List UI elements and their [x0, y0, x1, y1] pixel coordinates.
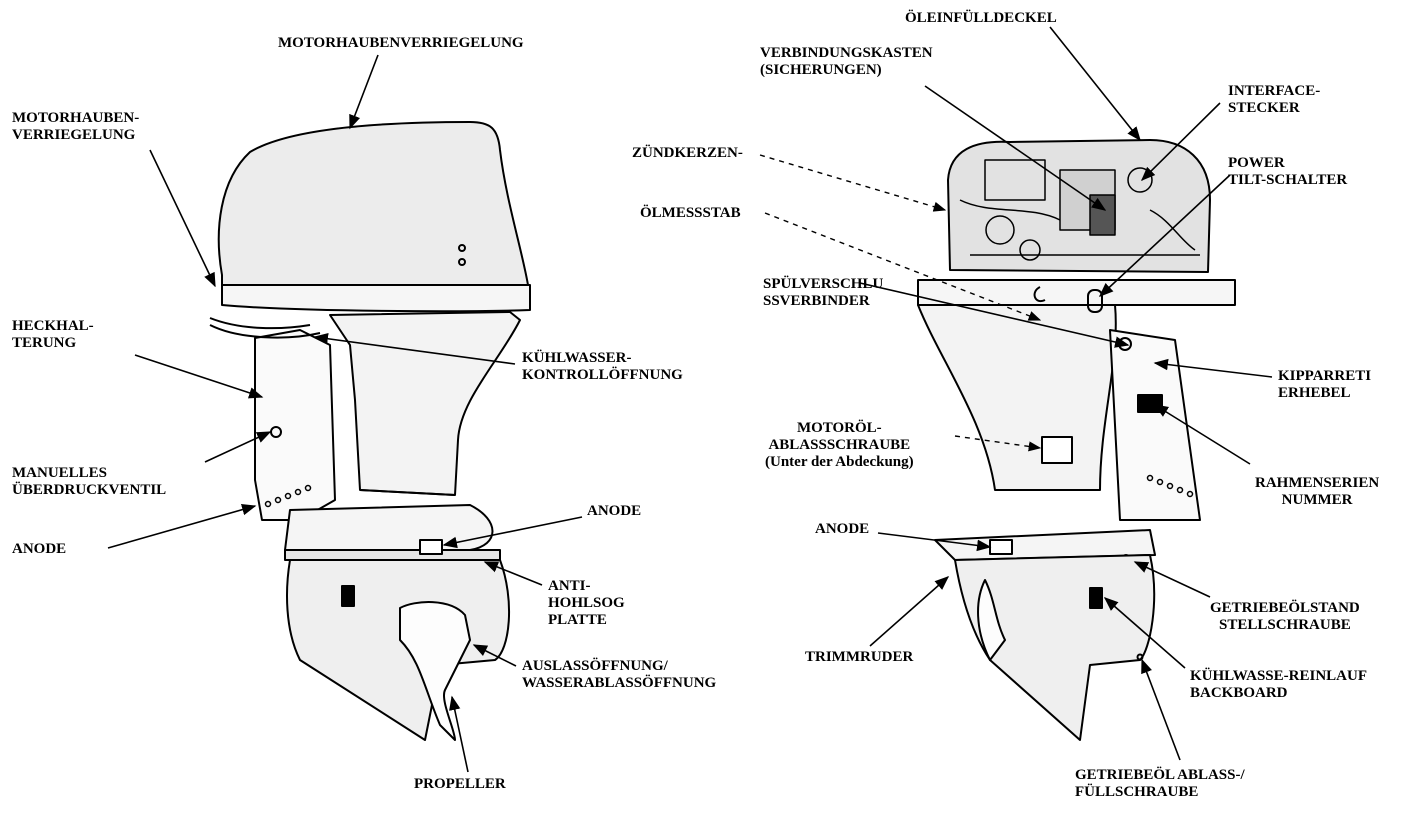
- label-anode-left-mid: ANODE: [587, 503, 642, 519]
- label-propeller: PROPELLER: [414, 776, 506, 792]
- right-motor: [917, 139, 1236, 741]
- label-trimmruder: TRIMMRUDER: [805, 649, 914, 665]
- label-motorhaubenverriegelung-left: MOTORHAUBEN- VERRIEGELUNG: [12, 110, 140, 143]
- label-oelmessstab: ÖLMESSSTAB: [640, 205, 741, 221]
- label-spuelverschlussverbinder: SPÜLVERSCHLU SSVERBINDER: [763, 276, 884, 309]
- label-motoroel-ablassschraube: MOTORÖL- ABLASSSCHRAUBE (Unter der Abdec…: [765, 420, 914, 470]
- leader-lines: [107, 26, 1273, 773]
- right-transom-bracket: [1109, 329, 1201, 521]
- label-auslassoeffnung: AUSLASSÖFFNUNG/ WASSERABLASSÖFFNUNG: [522, 658, 717, 691]
- right-propeller-blade: [977, 579, 1006, 661]
- label-verbindungskasten: VERBINDUNGSKASTEN (SICHERUNGEN): [760, 45, 933, 78]
- label-getriebeoelstand-stellschraube: GETRIEBEÖLSTAND STELLSCHRAUBE: [1210, 600, 1360, 633]
- label-zuendkerzen: ZÜNDKERZEN-: [632, 145, 743, 161]
- label-kuehlwasser-kontrolloeffnung: KÜHLWASSER- KONTROLLÖFFNUNG: [522, 350, 683, 383]
- left-anti-cavitation-plate: [284, 504, 494, 551]
- label-anti-hohlsog-platte: ANTI- HOHLSOG PLATTE: [548, 578, 625, 628]
- label-kipparretierhebel: KIPPARRETI ERHEBEL: [1278, 368, 1372, 401]
- left-cowling: [217, 121, 529, 286]
- label-getriebeoel-ablass-fuellschraube: GETRIEBEÖL ABLASS-/ FÜLLSCHRAUBE: [1075, 767, 1245, 800]
- label-kuehlwasser-einlauf: KÜHLWASSE-REINLAUF BACKBOARD: [1190, 668, 1367, 701]
- label-motorhaubenverriegelung-top: MOTORHAUBENVERRIEGELUNG: [278, 35, 524, 51]
- label-interface-stecker: INTERFACE- STECKER: [1228, 83, 1321, 116]
- left-gearcase: [286, 559, 510, 741]
- left-propeller-blade: [399, 601, 471, 741]
- right-midsection: [917, 304, 1117, 491]
- label-anode-right: ANODE: [815, 521, 870, 537]
- label-manuelles-ueberdruckventil: MANUELLES ÜBERDRUCKVENTIL: [12, 465, 167, 498]
- label-anode-left-lower: ANODE: [12, 541, 67, 557]
- label-heckhalterung: HECKHAL- TERUNG: [12, 318, 94, 351]
- dashed-leader-lines: [759, 154, 1042, 452]
- label-power-tilt-schalter: POWER TILT-SCHALTER: [1228, 155, 1348, 188]
- label-rahmenseriennummer: RAHMENSERIEN NUMMER: [1255, 475, 1380, 508]
- left-midsection: [329, 311, 521, 496]
- label-oeleinfuelldeckel: ÖLEINFÜLLDECKEL: [905, 10, 1057, 26]
- left-motor: [209, 121, 531, 741]
